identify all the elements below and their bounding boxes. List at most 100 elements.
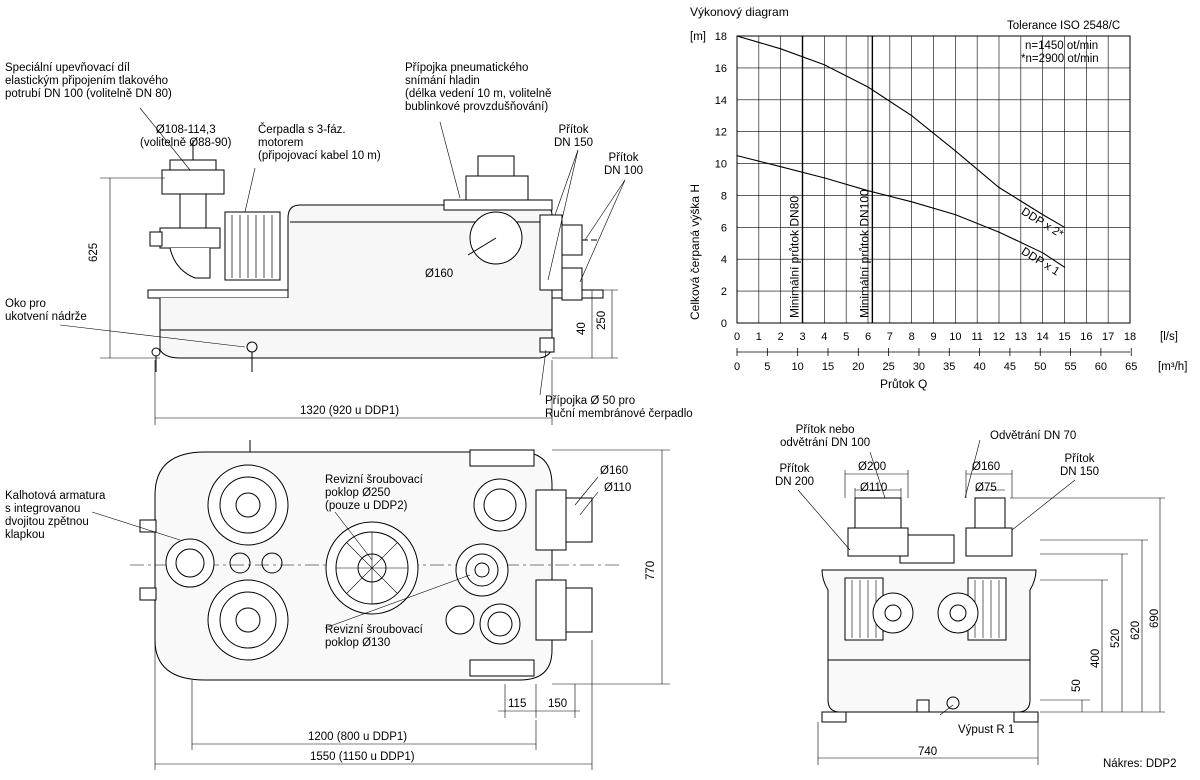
- y-tick-label: 4: [721, 254, 727, 266]
- length-dimension: 1320 (920 u DDP1): [300, 405, 400, 417]
- y-tick-label: 10: [715, 159, 727, 171]
- x-tick-label: 12: [993, 331, 1005, 343]
- min-flow-label: Minimální průtok DN80: [788, 196, 802, 318]
- anchor-eye-label: Oko pro ukotvení nádrže: [5, 298, 87, 324]
- pump-motor-label: Čerpadla s 3-fáz. motorem (připojovací k…: [258, 124, 381, 163]
- label-line: Ø108-114,3: [155, 124, 216, 136]
- y-tick-label: 8: [721, 190, 727, 202]
- curve-point: [1063, 266, 1066, 268]
- x-axis-unit: [l/s]: [1160, 331, 1178, 343]
- y-tick-label: 12: [715, 127, 727, 139]
- x-tick-label: 17: [1102, 331, 1114, 343]
- valve-label: Kalhotová armatura s integrovanou dvojit…: [5, 490, 105, 542]
- label-line: odvětrání DN 100: [780, 437, 871, 449]
- label-line: Přípojka pneumatického: [405, 62, 529, 74]
- label-line: DN 150: [1060, 466, 1099, 478]
- cover130-label: Revizní šroubovací poklop Ø130: [325, 624, 423, 650]
- label-line: s integrovanou: [5, 503, 81, 515]
- label-line: DN 100: [604, 165, 643, 177]
- front-width-740: 740: [918, 746, 938, 758]
- x2-tick-label: 55: [1064, 361, 1076, 373]
- chart-note-speed2: *n=2900 ot/min: [1021, 53, 1099, 65]
- x-tick-label: 10: [949, 331, 961, 343]
- x2-tick-label: 35: [943, 361, 955, 373]
- y-tick-label: 16: [715, 63, 727, 75]
- x-tick-label: 13: [1015, 331, 1027, 343]
- label-line: DN 150: [554, 137, 593, 149]
- label-line: Speciální upevňovací díl: [5, 62, 130, 74]
- label-line: bublinkové provzdušňování): [405, 101, 549, 113]
- x2-tick-label: 40: [973, 361, 985, 373]
- front-d110-label: Ø110: [860, 482, 888, 494]
- label-line: Přítok nebo: [795, 424, 855, 436]
- x2-tick-label: 65: [1125, 361, 1137, 373]
- x-tick-label: 16: [1080, 331, 1092, 343]
- label-line: Přítok: [779, 463, 810, 475]
- chart-note-speed1: n=1450 ot/min: [1025, 40, 1098, 52]
- x-tick-label: 2: [778, 331, 784, 343]
- curve-point: [998, 186, 1000, 189]
- curve-point: [867, 190, 869, 192]
- label-line: DN 200: [775, 476, 814, 488]
- x2-tick-label: 25: [882, 361, 894, 373]
- x-tick-label: 5: [843, 331, 849, 343]
- inlet150-label: Přítok DN 150: [1060, 453, 1099, 479]
- x2-tick-label: 5: [764, 361, 770, 373]
- label-line: snímání hladin: [405, 75, 480, 87]
- label-line: (pouze u DDP2): [325, 500, 408, 512]
- x-tick-label: 15: [1058, 331, 1070, 343]
- label-line: Ruční membránové čerpadlo: [545, 408, 693, 420]
- curve-point: [780, 166, 782, 168]
- x-tick-label: 14: [1037, 331, 1049, 343]
- x-tick-label: 6: [865, 331, 871, 343]
- x-tick-label: 11: [971, 331, 982, 343]
- x-axis-label: Průtok Q: [880, 377, 927, 391]
- y-axis-label: Celková čerpaná výška H: [688, 184, 702, 320]
- x2-tick-label: 45: [1004, 361, 1016, 373]
- x2-tick-label: 0: [734, 361, 740, 373]
- dimension-150: 150: [548, 698, 568, 710]
- chart-title: Výkonový diagram: [690, 5, 789, 19]
- dimension-115: 115: [508, 698, 527, 710]
- inlet-d110-label: Ø110: [604, 482, 632, 494]
- x-tick-label: 8: [909, 331, 915, 343]
- y-tick-label: 2: [721, 286, 727, 298]
- curve-point: [911, 115, 913, 117]
- chart-subtitle: Tolerance ISO 2548/C: [1007, 20, 1120, 32]
- x-tick-label: 18: [1124, 331, 1136, 343]
- label-line: (volitelně Ø88-90): [140, 137, 232, 149]
- dimension-1550: 1550 (1150 u DDP1): [310, 751, 415, 763]
- flange-diameter-label: Ø108-114,3 (volitelně Ø88-90): [140, 124, 231, 150]
- x-tick-label: 0: [734, 331, 740, 343]
- front-d200-label: Ø200: [858, 461, 887, 473]
- label-line: Přítok: [1064, 453, 1095, 465]
- x2-tick-label: 20: [852, 361, 864, 373]
- inlet200-label: Přítok DN 200: [775, 463, 814, 489]
- series-label: DDP x 1: [1019, 246, 1061, 279]
- x-tick-label: 4: [821, 331, 827, 343]
- label-line: Oko pro: [5, 298, 46, 310]
- x-tick-label: 3: [799, 331, 805, 343]
- label-line: potrubí DN 100 (volitelně DN 80): [5, 88, 172, 100]
- curve-point: [998, 231, 1000, 233]
- y-tick-label: 6: [721, 222, 727, 234]
- x-tick-label: 7: [887, 331, 893, 343]
- performance-curve: [736, 155, 1065, 268]
- label-line: Revizní šroubovací: [325, 474, 423, 486]
- front-d75-label: Ø75: [975, 482, 997, 494]
- fixing-part-label: Speciální upevňovací díl elastickým přip…: [5, 62, 172, 101]
- label-line: dvojitou zpětnou: [5, 516, 89, 528]
- drawing-note: Nákres: DDP2: [1103, 758, 1177, 770]
- label-line: Revizní šroubovací: [325, 624, 423, 636]
- front-d160-label: Ø160: [972, 461, 1001, 473]
- y-tick-label: 14: [715, 95, 727, 107]
- min-flow-label: Minimální průtok DN100: [857, 189, 871, 318]
- curve-point: [954, 213, 956, 216]
- x2-axis-unit: [m³/h]: [1158, 361, 1187, 373]
- label-line: poklop Ø250: [325, 487, 391, 499]
